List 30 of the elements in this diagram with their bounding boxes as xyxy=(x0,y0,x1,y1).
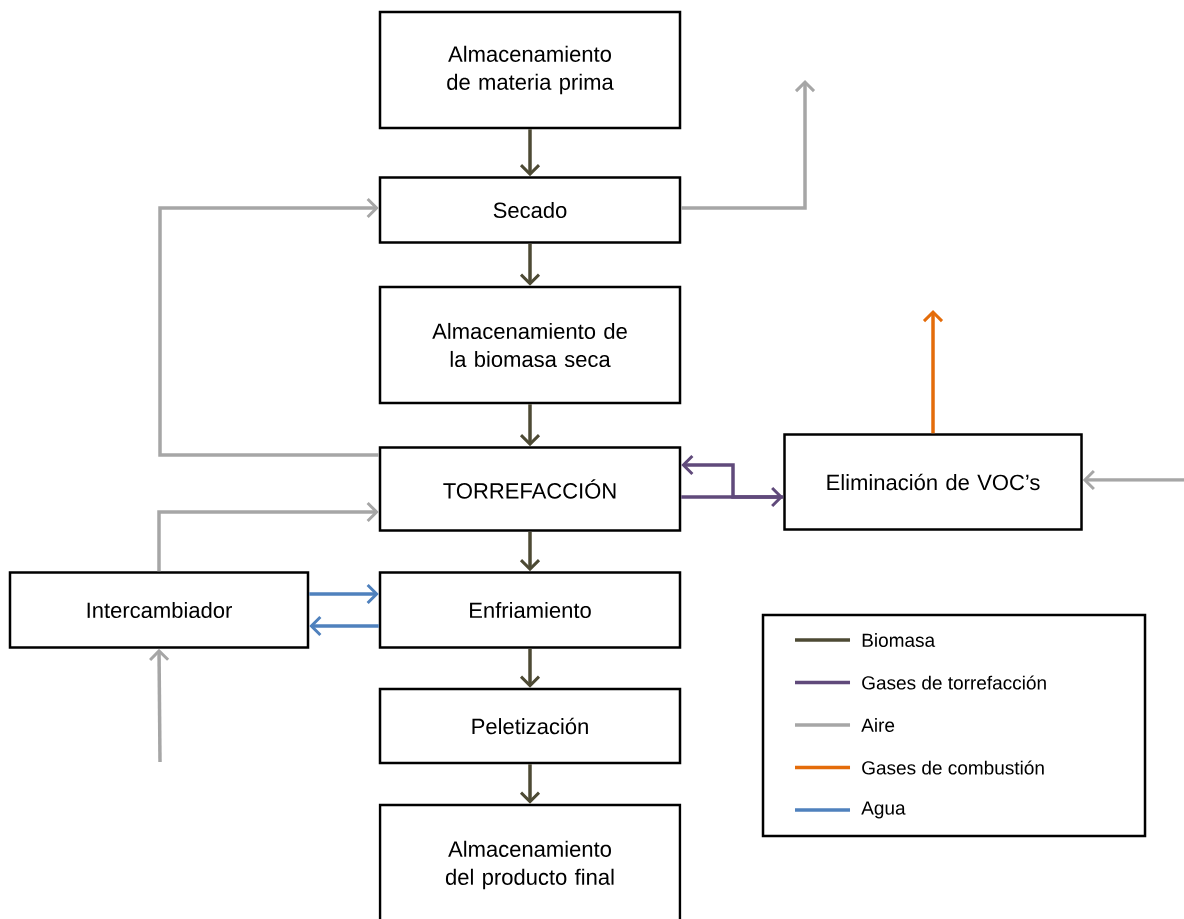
legend-label: Aire xyxy=(861,718,895,732)
process-box: Eliminación de VOC’s xyxy=(783,433,1083,531)
arrow xyxy=(309,583,379,605)
arrow xyxy=(519,764,541,804)
process-box: Almacenamiento del producto final xyxy=(378,803,682,919)
process-box: Enfriamiento xyxy=(378,571,682,649)
process-box: Almacenamiento de la biomasa seca xyxy=(378,285,682,405)
arrow xyxy=(149,648,170,763)
arrow xyxy=(519,243,541,286)
process-box: Secado xyxy=(378,176,682,244)
legend-label: Agua xyxy=(861,801,906,819)
arrow xyxy=(519,404,541,447)
legend-label: Gases de torrefacción xyxy=(862,675,1046,690)
legend-label: Gases de combustión xyxy=(862,760,1044,775)
process-box: Peletización xyxy=(378,687,682,765)
arrow xyxy=(519,648,541,688)
arrow xyxy=(158,197,379,457)
arrow xyxy=(681,486,784,508)
arrow xyxy=(309,615,379,637)
arrow xyxy=(519,129,541,177)
arrow xyxy=(681,454,784,499)
arrow xyxy=(519,531,541,572)
arrow xyxy=(681,80,816,210)
arrow xyxy=(922,310,944,434)
process-box: Almacenamiento de materia prima xyxy=(378,10,682,130)
legend-label: Biomasa xyxy=(862,633,936,647)
process-box: Intercambiador xyxy=(8,571,310,649)
process-box: TORREFACCIÓN xyxy=(378,446,682,532)
arrow xyxy=(1082,469,1184,491)
arrow xyxy=(157,501,379,572)
